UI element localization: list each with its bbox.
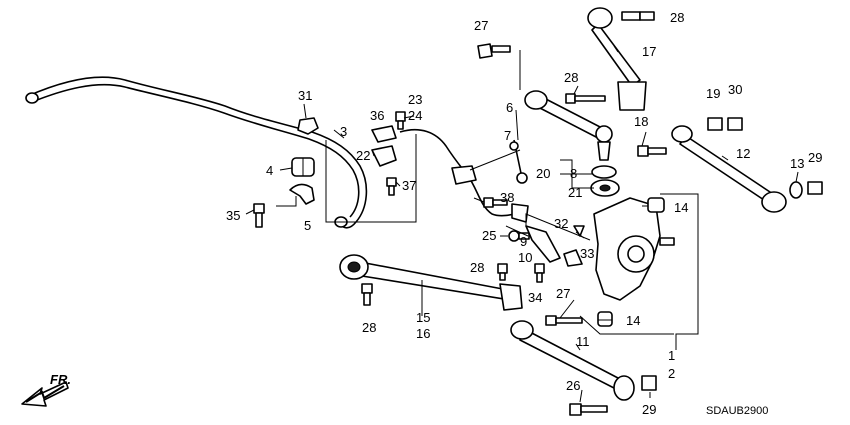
nut-29-bottom: [641, 375, 657, 391]
callout-28-lower: 28: [362, 320, 376, 335]
bolt-28-upper: [565, 93, 606, 104]
bolt-36: [395, 111, 406, 130]
callout-32: 32: [554, 216, 568, 231]
leader-lines: [245, 45, 799, 403]
callout-18: 18: [634, 114, 648, 129]
callout-36: 36: [370, 108, 384, 123]
stabilizer-bar: [25, 76, 368, 229]
callout-27-bottom: 27: [556, 286, 570, 301]
boot-8: [591, 165, 617, 179]
callout-numbers: 1 2 3 4 5 6 7 8 9 10 11 12 13 14 14 15 1…: [226, 10, 822, 417]
callout-8: 8: [570, 166, 577, 181]
callout-11: 11: [576, 334, 590, 349]
bushing-14-upper: [647, 197, 665, 213]
front-direction-label: FR.: [50, 372, 71, 387]
callout-6: 6: [506, 100, 513, 115]
callout-38: 38: [500, 190, 514, 205]
callout-1: 1: [668, 348, 675, 363]
nut-31: [297, 117, 319, 135]
callout-28-top: 28: [670, 10, 684, 25]
callout-14-lower: 14: [626, 313, 640, 328]
bracket-9: [525, 225, 561, 263]
bushing-14-lower: [597, 311, 613, 327]
bolt-27-top: [477, 43, 511, 59]
bolt-27-bottom: [545, 315, 583, 326]
callout-21: 21: [568, 185, 582, 200]
bolt-26: [569, 403, 608, 416]
callout-37: 37: [402, 178, 416, 193]
upper-arm: [524, 90, 613, 161]
callout-25: 25: [482, 228, 496, 243]
callout-14-upper: 14: [674, 200, 688, 215]
callout-5: 5: [304, 218, 311, 233]
bolt-28-top: [621, 11, 655, 21]
callout-16: 16: [416, 326, 430, 341]
callout-26: 26: [566, 378, 580, 393]
callout-28-mid: 28: [470, 260, 484, 275]
clip-32: [573, 225, 585, 237]
bolt-37: [386, 177, 397, 196]
callout-29-right: 29: [808, 150, 822, 165]
callout-35: 35: [226, 208, 240, 223]
callout-15: 15: [416, 310, 430, 325]
callout-27-top: 27: [474, 18, 488, 33]
callout-7: 7: [504, 128, 511, 143]
callout-29-bottom: 29: [642, 402, 656, 417]
stabilizer-bushing: [291, 157, 315, 177]
callout-22: 22: [356, 148, 370, 163]
callout-12: 12: [736, 146, 750, 161]
callout-4: 4: [266, 163, 273, 178]
lower-arm-11: [510, 320, 635, 401]
nut-30: [727, 117, 743, 131]
callout-30: 30: [728, 82, 742, 97]
bracket-33: [563, 249, 583, 267]
callout-23: 23: [408, 92, 422, 107]
lower-arm: [339, 254, 523, 311]
callout-31: 31: [298, 88, 312, 103]
callout-3: 3: [340, 124, 347, 139]
trailing-arm-12: [671, 125, 787, 213]
stabilizer-link: [509, 139, 528, 184]
bolt-25: [508, 230, 530, 242]
sensor-harness: [371, 125, 529, 223]
nut-29-right: [807, 181, 823, 195]
callout-20: 20: [536, 166, 550, 181]
diagram-code: SDAUB2900: [706, 405, 768, 417]
bolt-35: [253, 203, 265, 228]
stabilizer-holder-bracket: [289, 183, 315, 205]
callout-28-upper: 28: [564, 70, 578, 85]
bushing-19: [707, 117, 723, 131]
bolt-18: [637, 145, 667, 157]
washer-13: [789, 181, 803, 199]
knuckle: [593, 197, 675, 301]
bolt-38: [483, 197, 508, 208]
clip-21: [590, 179, 620, 197]
bolt-28-lower: [361, 283, 373, 306]
callout-2: 2: [668, 366, 675, 381]
callout-17: 17: [642, 44, 656, 59]
bolt-34: [534, 263, 545, 283]
callout-9: 9: [520, 234, 527, 249]
callout-24: 24: [408, 108, 422, 123]
front-direction-arrow: FR.: [21, 372, 71, 407]
callout-33: 33: [580, 246, 594, 261]
callout-19: 19: [706, 86, 720, 101]
callout-34: 34: [528, 290, 542, 305]
callout-10: 10: [518, 250, 532, 265]
control-link: [587, 7, 647, 111]
bolt-28-mid: [497, 263, 508, 281]
callout-13: 13: [790, 156, 804, 171]
